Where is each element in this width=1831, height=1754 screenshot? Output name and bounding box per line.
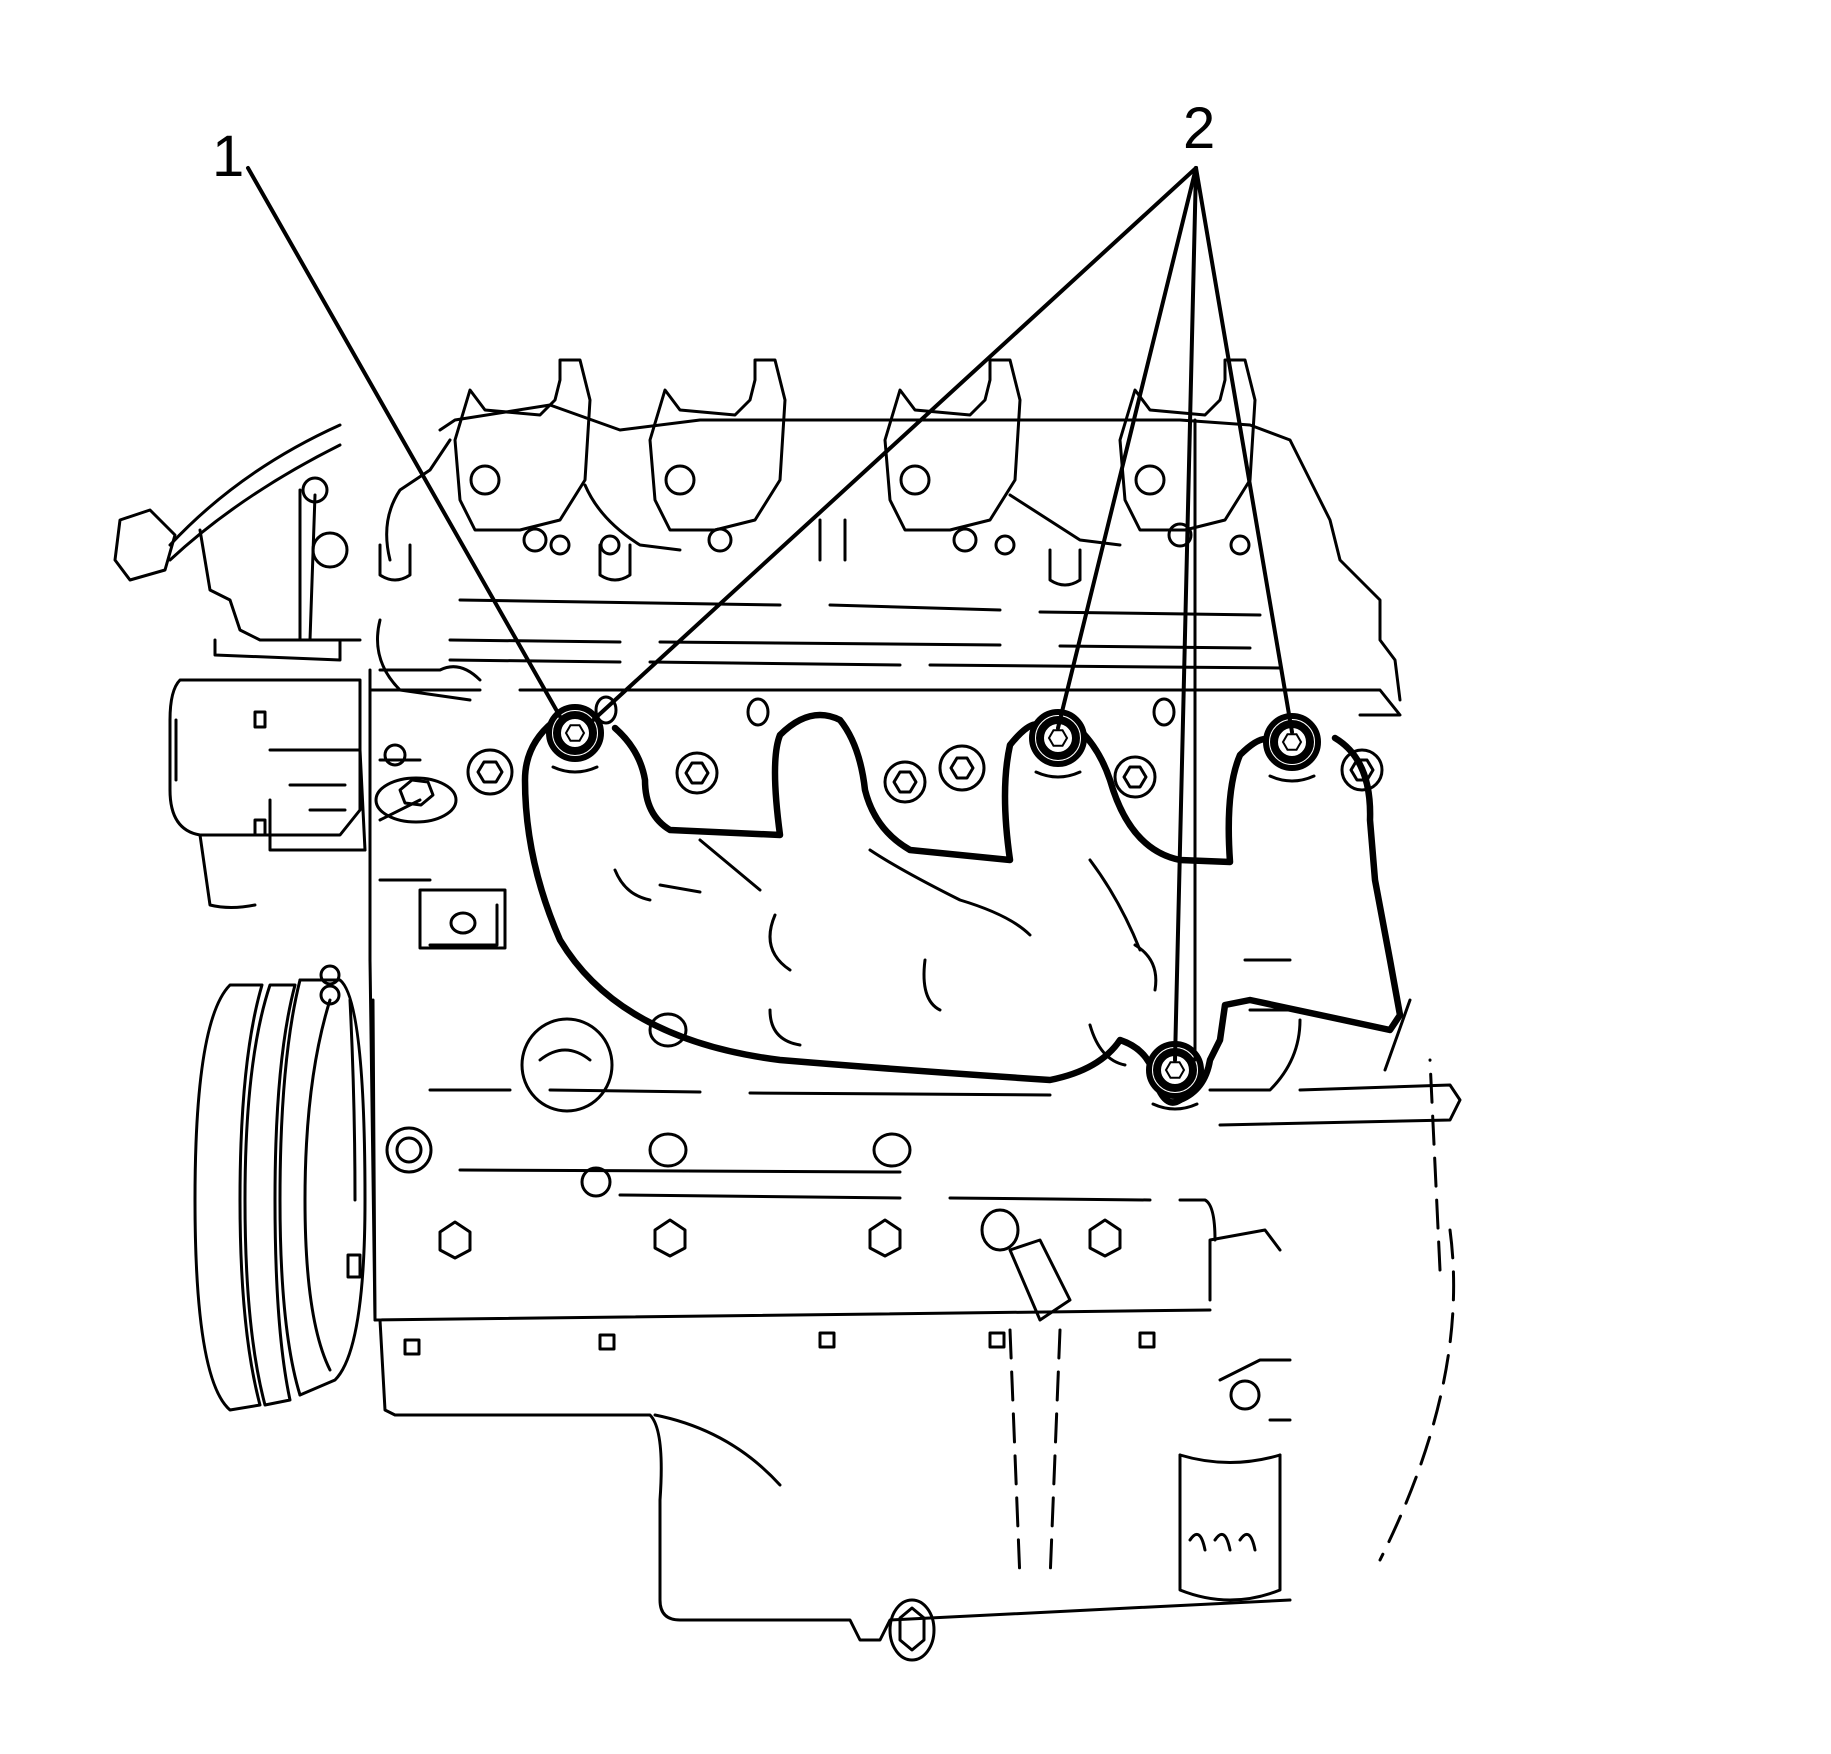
manifold-bolts	[546, 704, 1321, 1111]
alternator	[168, 678, 367, 909]
manifold-bolt-2	[1029, 709, 1087, 779]
valve-cover	[368, 358, 1402, 717]
coil-pack-3	[883, 358, 1022, 556]
leader-line-1	[246, 166, 564, 722]
leader-line-2	[1056, 166, 1198, 730]
callout-label-1: 1	[212, 124, 245, 189]
timing-cover	[368, 665, 507, 1322]
coil-pack-4	[1118, 358, 1257, 556]
crank-pulley	[193, 964, 367, 1412]
leader-line-2	[588, 166, 1198, 725]
coil-pack-1	[453, 358, 592, 556]
cylinder-head-bolts	[466, 695, 1384, 804]
engine-block	[371, 998, 1462, 1662]
coil-pack-2	[599, 358, 787, 556]
callout-label-2: 2	[1183, 96, 1216, 161]
wiring-harness	[113, 423, 362, 662]
leader-line-2	[1194, 166, 1294, 734]
manifold-bolt-1	[546, 704, 604, 774]
exhaust-manifold	[521, 711, 1404, 1106]
leader-line-2	[1173, 166, 1198, 1062]
callout-leaders	[246, 166, 1294, 1062]
